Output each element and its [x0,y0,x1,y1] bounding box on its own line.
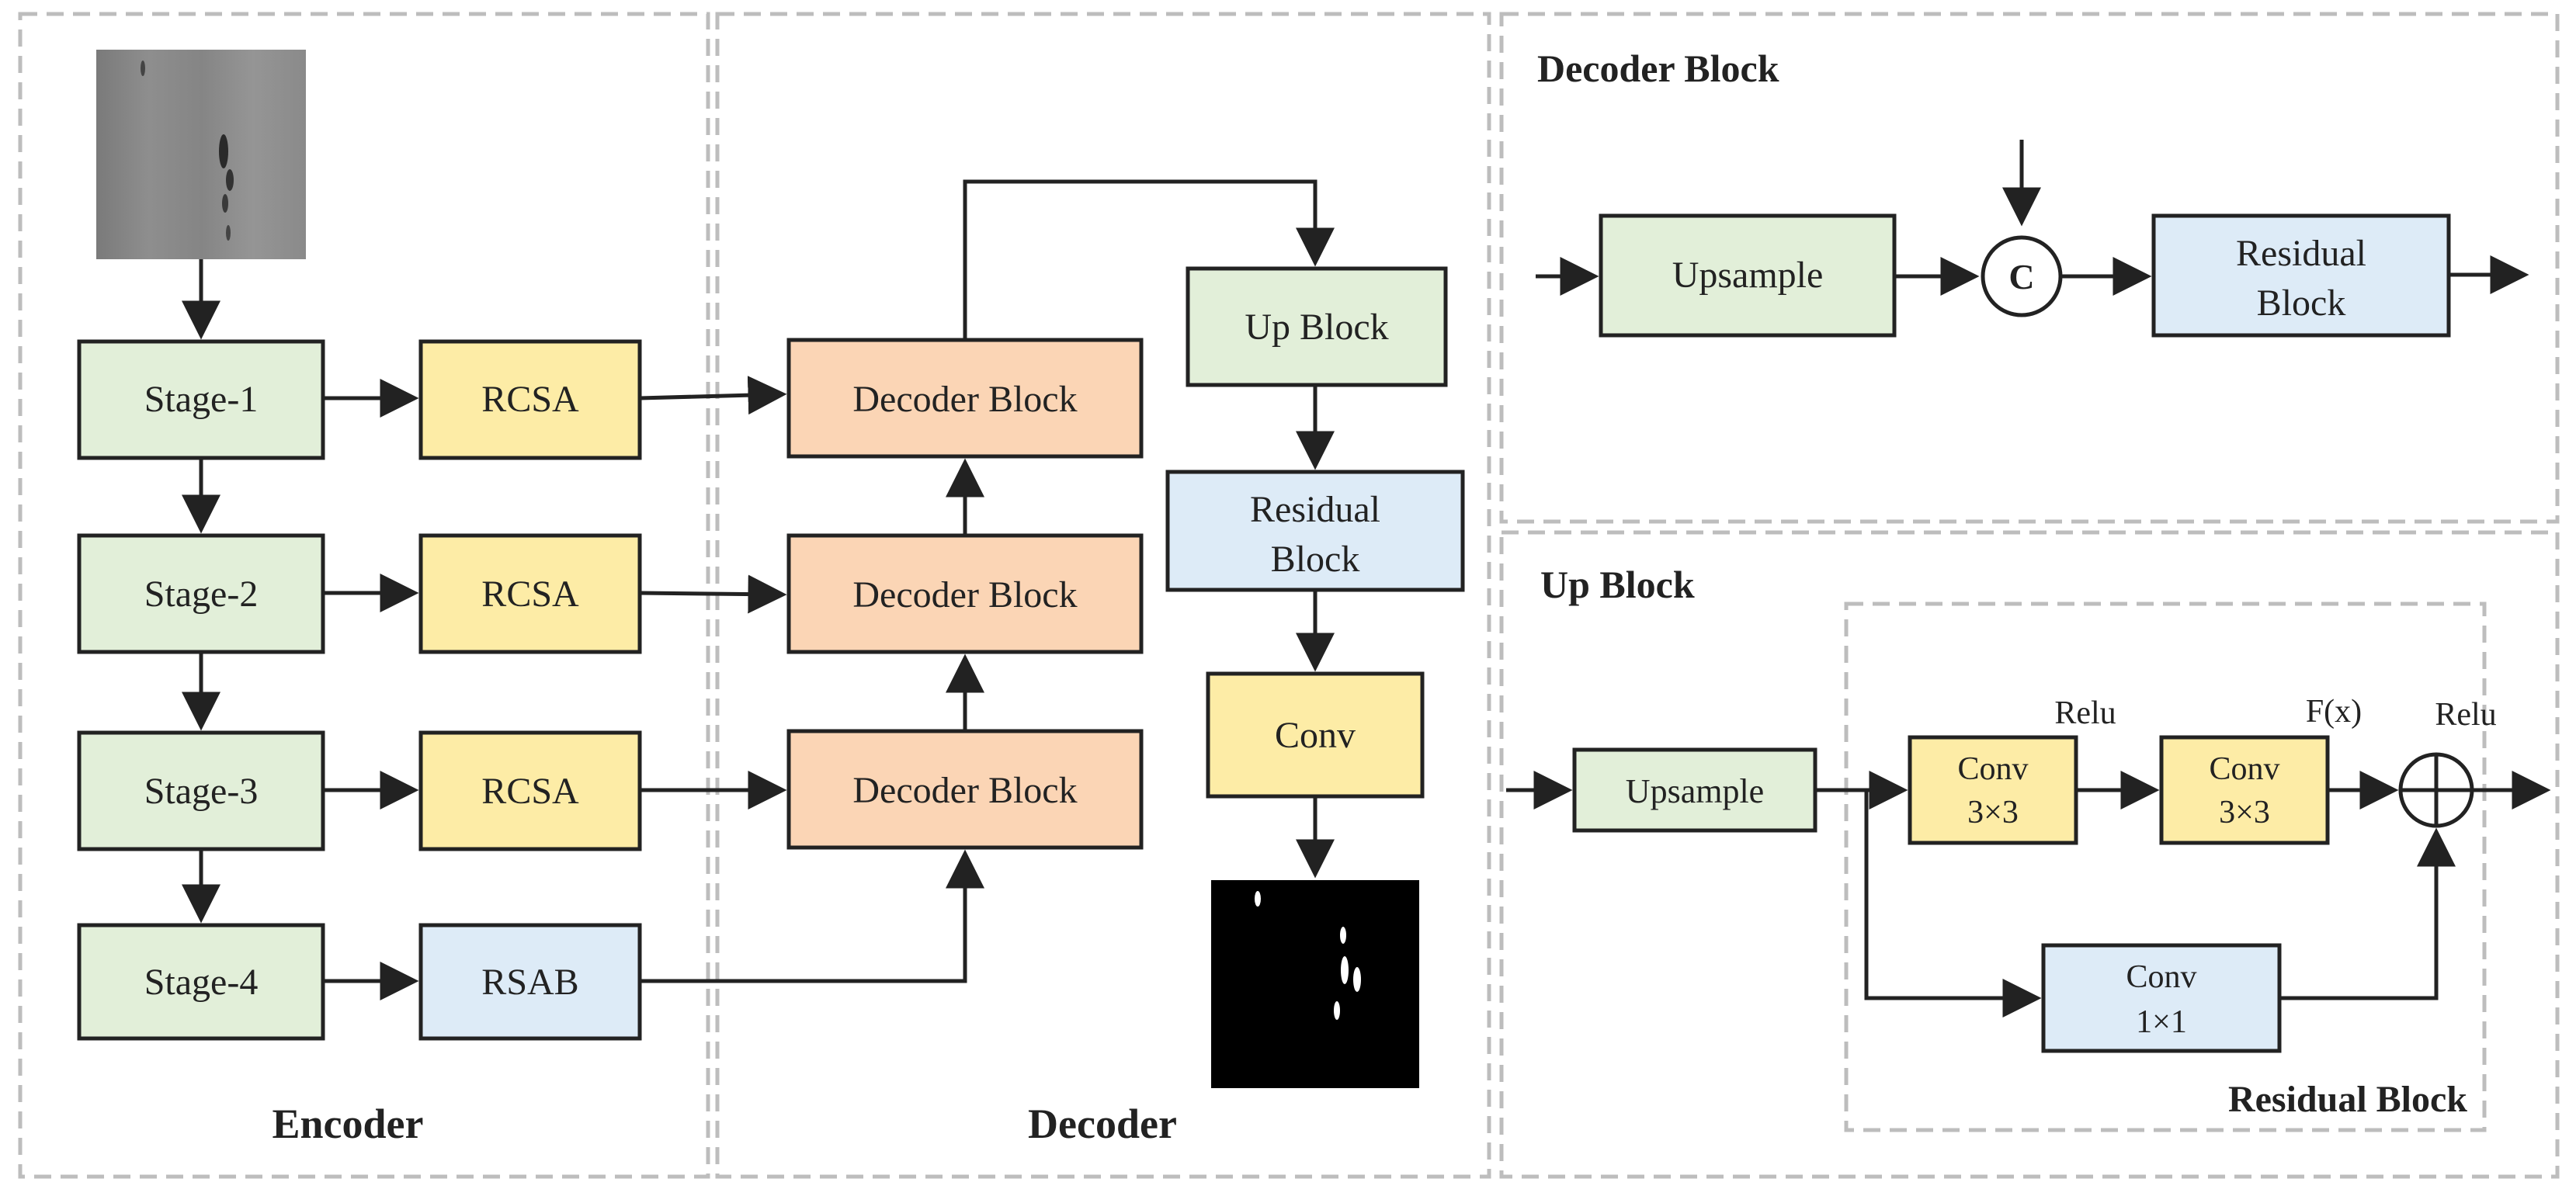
decoder-block-panel [1499,12,2560,524]
stage-3-label: Stage-3 [144,771,259,812]
relu-1-label: Relu [2054,695,2116,731]
stage-4-label: Stage-4 [144,962,259,1003]
sum-circle [2398,752,2474,828]
rsab-box [418,923,642,1041]
rcsa-3-label: RCSA [481,771,579,812]
rcsa-2-box [418,533,642,654]
decoder-block-1-label: Decoder Block [852,379,1077,420]
decoder-block-1-box [786,338,1144,459]
encoder-title: Encoder [273,1101,424,1147]
stage-3-box [77,730,325,851]
residual-block-title: Residual Block [2228,1079,2467,1120]
decoder-block-3-label: Decoder Block [852,770,1077,811]
conv3x3-a-line2: 3×3 [1967,795,2019,830]
conv3x3-b-line2: 3×3 [2219,795,2270,830]
decoder-block-2-label: Decoder Block [852,574,1077,615]
up-block-title: Up Block [1540,563,1695,606]
db-upsample-box [1599,213,1897,338]
fx-label: F(x) [2306,694,2362,730]
residual-block-panel [1844,602,2487,1132]
decoder-block-3-box [786,729,1144,850]
output-mask-image [1211,880,1419,1088]
up-block-box [1186,266,1448,387]
decoder-block-2-box [786,533,1144,654]
residual-block-label-line2: Block [1271,539,1360,580]
conv1x1-box [2041,943,2282,1053]
input-image [96,50,306,259]
rcsa-2-label: RCSA [481,574,579,615]
decoder-block-title: Decoder Block [1537,47,1779,90]
conv-box [1206,671,1425,799]
conv3x3-a-line1: Conv [1957,751,2028,787]
up-block-panel [1499,530,2560,1179]
stage-2-label: Stage-2 [144,574,259,615]
stage-4-box [77,923,325,1041]
ub-upsample-box [1572,747,1817,833]
ub-upsample-label: Upsample [1626,772,1764,810]
conv1x1-line1: Conv [2126,959,2196,995]
stage-1-label: Stage-1 [144,379,259,420]
rcsa-3-box [418,730,642,851]
conv3x3-a-box [1908,735,2078,845]
rcsa-1-box [418,339,642,460]
residual-block-box [1165,470,1465,592]
concat-label: C [2008,257,2034,296]
db-residual-label-line1: Residual [2236,233,2366,274]
rcsa-1-label: RCSA [481,379,579,420]
stage-2-box [77,533,325,654]
conv3x3-b-box [2159,735,2330,845]
conv3x3-b-line1: Conv [2209,751,2279,787]
db-upsample-label: Upsample [1672,255,1824,296]
decoder-title: Decoder [1028,1101,1177,1147]
conv-label: Conv [1275,715,1356,756]
relu-2-label: Relu [2435,697,2496,733]
conv1x1-line2: 1×1 [2136,1004,2187,1040]
db-residual-label-line2: Block [2257,283,2346,324]
rsab-label: RSAB [481,962,578,1003]
residual-block-label-line1: Residual [1250,489,1380,530]
up-block-label: Up Block [1245,307,1388,348]
